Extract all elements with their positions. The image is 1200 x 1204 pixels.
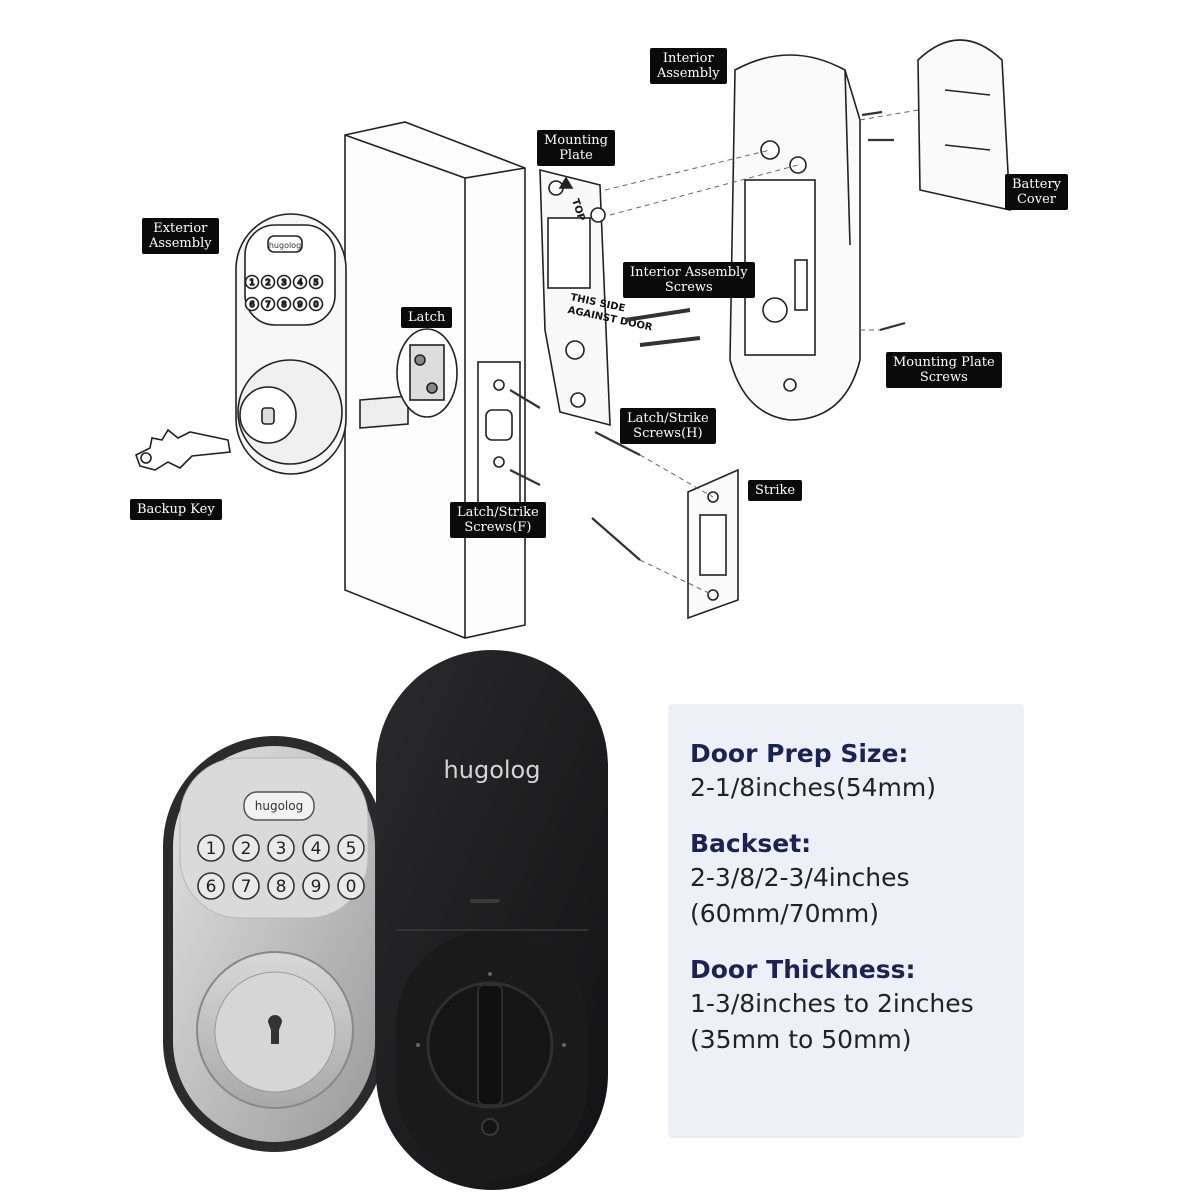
callout-latch-strike-screws-h: Latch/Strike Screws(H)	[620, 408, 716, 444]
interior-unit	[376, 650, 608, 1190]
callout-latch: Latch	[401, 307, 453, 328]
svg-text:9: 9	[311, 877, 322, 897]
callout-latch-strike-screws-f: Latch/Strike Screws(F)	[450, 502, 546, 538]
battery-cover	[917, 39, 1011, 212]
spec-label: Door Prep Size:	[690, 739, 909, 768]
keypad-key-7[interactable]: 7	[232, 872, 260, 900]
svg-text:6: 6	[206, 877, 217, 897]
svg-text:4: 4	[311, 839, 322, 859]
diagram-logo: hugolog	[269, 241, 301, 250]
keypad-key-1[interactable]: 1	[197, 834, 225, 862]
svg-text:4: 4	[297, 278, 302, 287]
callout-exterior-assembly: Exterior Assembly	[142, 218, 219, 254]
svg-text:8: 8	[281, 300, 286, 309]
screws	[509, 110, 906, 561]
svg-text:9: 9	[297, 300, 302, 309]
spec-label: Backset:	[690, 829, 812, 858]
keypad-key-0[interactable]: 0	[337, 872, 365, 900]
product-photo: hugolog 1 2 3 4 5 6 7 8 9 0 hugolog	[0, 640, 660, 1200]
interior-assembly	[729, 54, 861, 421]
svg-text:0: 0	[346, 877, 357, 897]
photo-keypad: 1 2 3 4 5 6 7 8 9 0	[197, 834, 365, 900]
keypad-key-6[interactable]: 6	[244, 296, 260, 312]
spec-panel: Door Prep Size: 2-1/8inches(54mm) Backse…	[668, 704, 1024, 1138]
spec-door-prep: Door Prep Size: 2-1/8inches(54mm)	[690, 738, 1024, 806]
svg-text:7: 7	[265, 300, 270, 309]
spec-value: 2-1/8inches(54mm)	[690, 773, 936, 802]
interior-logo: hugolog	[444, 756, 541, 784]
svg-text:5: 5	[346, 839, 357, 859]
svg-text:3: 3	[276, 839, 287, 859]
keypad-key-3[interactable]: 3	[267, 834, 295, 862]
svg-text:6: 6	[249, 300, 254, 309]
spec-door-thickness: Door Thickness: 1-3/8inches to 2inches (…	[690, 954, 1024, 1058]
keypad-key-9[interactable]: 9	[302, 872, 330, 900]
callout-strike: Strike	[748, 480, 803, 501]
callout-interior-assembly: Interior Assembly	[650, 48, 727, 84]
alignment-lines	[604, 109, 919, 596]
keypad-key-5[interactable]: 5	[337, 834, 365, 862]
keypad-key-5[interactable]: 5	[308, 274, 324, 290]
spec-label: Door Thickness:	[690, 955, 916, 984]
svg-text:1: 1	[249, 278, 254, 287]
strike-plate	[687, 468, 739, 620]
exterior-logo: hugolog	[255, 799, 303, 813]
svg-text:3: 3	[281, 278, 286, 287]
keypad-key-7[interactable]: 7	[260, 296, 276, 312]
callout-mounting-plate: Mounting Plate	[537, 130, 615, 166]
keypad-key-8[interactable]: 8	[267, 872, 295, 900]
keypad-key-9[interactable]: 9	[292, 296, 308, 312]
spec-value: 1-3/8inches to 2inches (35mm to 50mm)	[690, 989, 974, 1054]
svg-text:0: 0	[313, 300, 318, 309]
diagram-keypad: 1 2 3 4 5 6 7 8 9 0	[244, 274, 324, 312]
callout-interior-assembly-screws: Interior Assembly Screws	[623, 262, 755, 298]
keypad-key-4[interactable]: 4	[292, 274, 308, 290]
backup-key	[135, 428, 231, 471]
keypad-key-6[interactable]: 6	[197, 872, 225, 900]
mounting-plate	[539, 168, 611, 427]
spec-backset: Backset: 2-3/8/2-3/4inches (60mm/70mm)	[690, 828, 1024, 932]
callout-mounting-plate-screws: Mounting Plate Screws	[886, 352, 1002, 388]
latch-detail	[396, 328, 458, 418]
keypad-key-4[interactable]: 4	[302, 834, 330, 862]
spec-value: 2-3/8/2-3/4inches (60mm/70mm)	[690, 863, 910, 928]
svg-text:7: 7	[241, 877, 252, 897]
product-drawing: hugolog 1 2 3 4 5 6 7 8 9 0 hugolog	[163, 650, 608, 1190]
keypad-key-3[interactable]: 3	[276, 274, 292, 290]
svg-text:2: 2	[241, 839, 252, 859]
keypad-key-2[interactable]: 2	[260, 274, 276, 290]
svg-text:2: 2	[265, 278, 270, 287]
keypad-key-8[interactable]: 8	[276, 296, 292, 312]
keypad-key-2[interactable]: 2	[232, 834, 260, 862]
svg-text:1: 1	[206, 839, 217, 859]
exterior-assembly	[235, 213, 347, 475]
svg-text:8: 8	[276, 877, 287, 897]
callout-battery-cover: Battery Cover	[1005, 174, 1069, 210]
svg-text:5: 5	[313, 278, 318, 287]
keypad-key-0[interactable]: 0	[308, 296, 324, 312]
callout-backup-key: Backup Key	[130, 499, 222, 520]
keypad-key-1[interactable]: 1	[244, 274, 260, 290]
